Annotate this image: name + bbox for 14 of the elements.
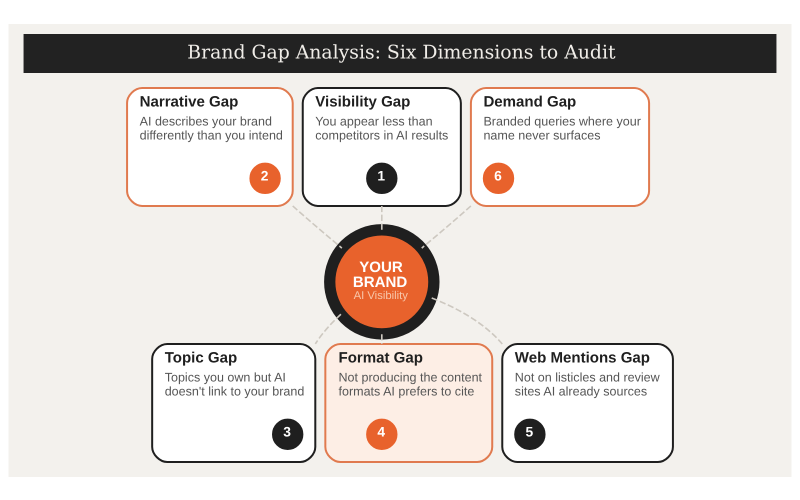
connector <box>431 296 503 344</box>
diagram-title: Brand Gap Analysis: Six Dimensions to Audit <box>187 42 616 64</box>
node-circle: 2 <box>249 162 281 194</box>
node-circle: YOUR BRAND AI Visibility <box>324 224 440 340</box>
node-circle: 1 <box>366 162 398 194</box>
node-circle: 3 <box>272 418 304 450</box>
connector <box>381 334 383 344</box>
connector <box>314 313 342 344</box>
node-circle: 4 <box>366 418 398 450</box>
node-circle: 6 <box>482 162 514 194</box>
node-circle: 5 <box>514 418 546 450</box>
connector <box>381 205 383 230</box>
connector <box>292 204 342 248</box>
connector <box>421 204 472 248</box>
